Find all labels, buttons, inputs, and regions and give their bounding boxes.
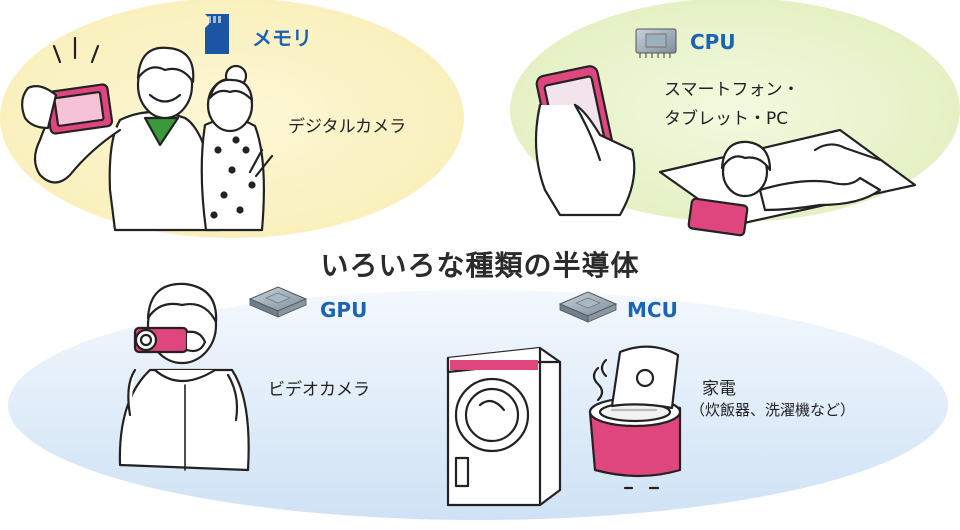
gpu-chip-illustration xyxy=(248,286,308,318)
cpu-chip-illustration xyxy=(635,28,677,58)
smartphone-hand-illustration xyxy=(534,65,917,237)
memory-chip-label: メモリ xyxy=(252,26,312,50)
couple-selfie-illustration xyxy=(21,36,274,232)
cpu-chip-label: CPU xyxy=(690,30,736,54)
mcu-chip-label: MCU xyxy=(627,298,678,322)
smartphone-label-line2: タブレット・PC xyxy=(664,109,789,129)
rice-cooker-illustration xyxy=(588,345,682,490)
sd-card-icon xyxy=(205,14,229,54)
appliance-label-line1: 家電 xyxy=(702,379,736,399)
page-title: いろいろな種類の半導体 xyxy=(320,249,640,282)
washing-machine-illustration xyxy=(446,346,562,507)
gpu-chip-label: GPU xyxy=(320,298,368,322)
appliance-label-line2: （炊飯器、洗濯機など） xyxy=(690,401,856,419)
video-camera-label: ビデオカメラ xyxy=(268,380,370,400)
smartphone-label-line1: スマートフォン・ xyxy=(664,80,800,100)
mcu-chip-illustration xyxy=(558,291,618,323)
video-camera-person-illustration xyxy=(118,282,250,472)
digital-camera-label: デジタルカメラ xyxy=(288,117,407,137)
